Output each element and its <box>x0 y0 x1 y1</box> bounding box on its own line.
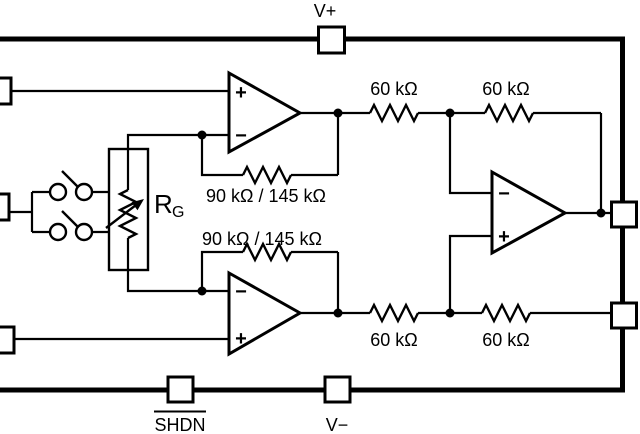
wire-switch-feeder <box>9 190 109 234</box>
rg-arrow-shaft <box>105 204 137 229</box>
resistor-60k-bottom-2-label: 60 kΩ <box>482 330 529 350</box>
wire-a1-inverting <box>126 133 229 190</box>
opamp-a2: − + <box>227 270 304 357</box>
switch-top-lever <box>61 170 80 189</box>
switch-top-contact-right <box>74 182 94 202</box>
junction-dot <box>445 308 455 318</box>
pin-shdn-label: SHDN <box>154 415 205 434</box>
pin-vplus-label: V+ <box>314 1 337 21</box>
junction-dot <box>445 108 455 118</box>
opamp-a3-plus-sign: + <box>498 226 510 248</box>
rg-arrow-head-icon <box>131 199 144 211</box>
resistor-60k-top-1-label: 60 kΩ <box>370 79 417 99</box>
opamp-a2-minus-sign: − <box>235 281 247 303</box>
opamp-a3: − + <box>490 169 569 256</box>
pin-shdn-pad <box>166 375 195 404</box>
resistor-rg-zigzag <box>117 188 139 240</box>
resistor-90k-bottom-label: 90 kΩ / 145 kΩ <box>202 229 322 249</box>
pin-vminus-pad <box>323 375 352 404</box>
pin-ref-pad <box>610 301 638 330</box>
resistor-60k-bottom-1 <box>368 302 420 324</box>
pin-output-pad <box>610 200 638 229</box>
resistor-90k-bottom <box>241 241 293 263</box>
opamp-a1-minus-sign: − <box>235 125 247 147</box>
opamp-a3-triangle <box>490 169 569 256</box>
resistor-60k-top-2-label: 60 kΩ <box>482 79 529 99</box>
pin-vminus-label: V− <box>326 415 349 434</box>
pin-input-top-pad <box>0 76 13 106</box>
opamp-a1: + − <box>227 70 304 155</box>
opamp-a2-triangle <box>227 270 304 357</box>
resistor-90k-top <box>241 164 293 186</box>
gain-resistor-subscript: G <box>172 204 184 221</box>
labels: V+ 60 kΩ 60 kΩ 90 kΩ / 145 kΩ 90 kΩ / 14… <box>154 1 530 434</box>
resistor-60k-top-1 <box>368 102 420 124</box>
resistor-60k-top-2 <box>483 102 535 124</box>
pins <box>0 25 638 404</box>
resistor-60k-bottom-1-label: 60 kΩ <box>370 330 417 350</box>
resistor-60k-bottom-2 <box>480 302 532 324</box>
gain-select-switches <box>48 170 94 242</box>
junction-dot <box>197 130 207 140</box>
wire-a1-feedback <box>200 113 340 177</box>
wire-a3-noninverting-feed <box>448 234 492 313</box>
pin-input-mid-pad <box>0 192 11 222</box>
opamp-a2-plus-sign: + <box>235 328 247 350</box>
junction-dot <box>333 108 343 118</box>
wire-a2-feedback <box>200 250 340 313</box>
gain-resistor-label: R <box>154 189 173 219</box>
junction-dot <box>333 308 343 318</box>
junction-dots <box>197 108 606 318</box>
pin-input-bottom-pad <box>0 325 16 355</box>
junction-dot <box>596 208 606 218</box>
pin-vplus-pad <box>317 25 346 55</box>
opamp-a1-triangle <box>227 70 304 155</box>
switch-bottom-contact-right <box>74 222 94 242</box>
switch-bottom-contact-left <box>48 222 68 242</box>
switch-bottom-lever <box>61 210 80 229</box>
resistor-90k-top-label: 90 kΩ / 145 kΩ <box>206 186 326 206</box>
wire-a3-inverting-feed <box>448 113 492 195</box>
resistors <box>105 102 535 324</box>
switch-top-contact-left <box>48 182 68 202</box>
wire-a2-inverting <box>126 238 229 293</box>
junction-dot <box>197 286 207 296</box>
opamp-a3-minus-sign: − <box>498 183 510 205</box>
opamp-a1-plus-sign: + <box>235 82 247 104</box>
